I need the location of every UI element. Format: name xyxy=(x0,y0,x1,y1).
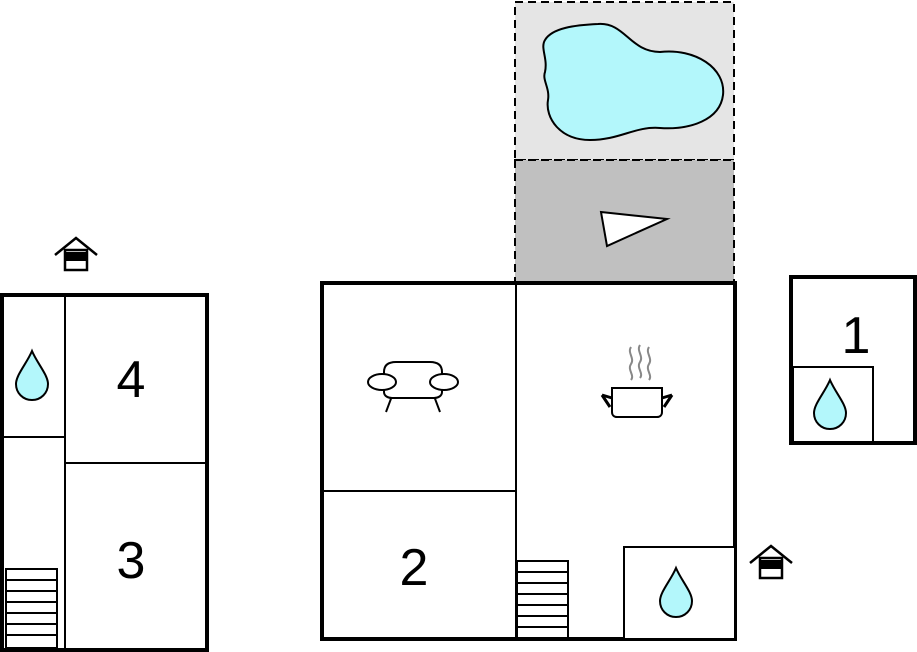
sofa-icon xyxy=(367,361,459,413)
room-label-3: 3 xyxy=(117,532,146,590)
left-building: 4 3 xyxy=(0,293,209,652)
right-building: 1 xyxy=(789,275,917,445)
pool-area xyxy=(514,1,735,161)
house-entrance-icon xyxy=(53,236,99,272)
terrace-icon xyxy=(599,210,671,248)
terrace-area xyxy=(514,159,735,284)
stairs-icon xyxy=(5,568,58,649)
stairs-icon xyxy=(516,560,569,639)
room-label-1: 1 xyxy=(842,307,871,365)
cooking-pot-icon xyxy=(600,344,674,418)
house-entrance-icon xyxy=(748,544,794,580)
main-building: 2 xyxy=(320,281,737,641)
room-label-2: 2 xyxy=(400,539,429,597)
pool-icon xyxy=(542,22,725,142)
room-label-4: 4 xyxy=(117,351,146,409)
